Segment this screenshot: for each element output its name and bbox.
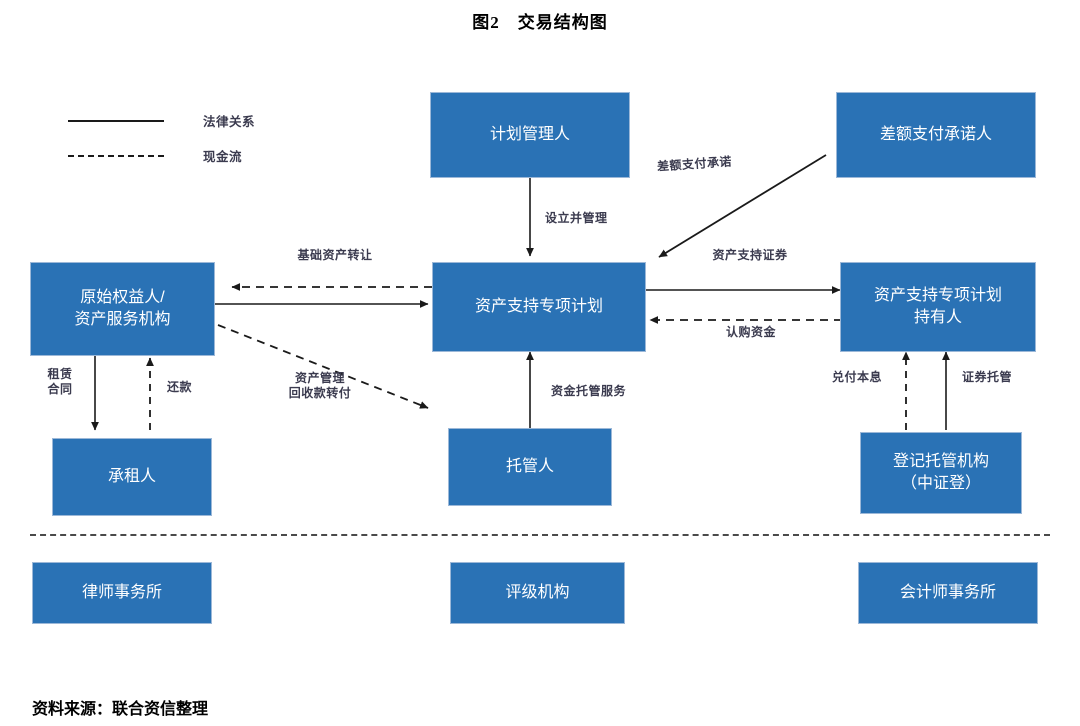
- edge-label-securities-custody: 证券托管: [962, 370, 1013, 384]
- edge-label-subscription-funds: 认购资金: [725, 325, 776, 339]
- legend-label-cash-flow: 现金流: [203, 150, 243, 164]
- edge-label-lease-contract: 租赁 合同: [47, 367, 73, 396]
- node-accounting-firm[interactable]: 会计师事务所: [858, 562, 1038, 624]
- edge-label-asset-management-recovery-transfer: 资产管理 回收款转付: [288, 371, 352, 400]
- node-abs-special-plan[interactable]: 资产支持专项计划: [432, 262, 646, 352]
- legend-label-legal-relation: 法律关系: [203, 115, 256, 129]
- node-custodian[interactable]: 托管人: [448, 428, 612, 506]
- node-lessee[interactable]: 承租人: [52, 438, 212, 516]
- edge-label-difference-payment-commitment: 差额支付承诺: [656, 154, 733, 174]
- node-abs-plan-holder[interactable]: 资产支持专项计划 持有人: [840, 262, 1036, 352]
- legend-line-dashed: [68, 155, 164, 157]
- section-divider: [30, 534, 1050, 536]
- legend-line-solid: [68, 120, 164, 122]
- node-difference-payment-promisor[interactable]: 差额支付承诺人: [836, 92, 1036, 178]
- edge-label-asset-backed-securities: 资产支持证券: [712, 248, 788, 262]
- edge-label-fund-custody-service: 资金托管服务: [551, 384, 627, 398]
- page-title: 图2 交易结构图: [472, 13, 608, 32]
- node-law-firm[interactable]: 律师事务所: [32, 562, 212, 624]
- edge-label-establish-and-manage: 设立并管理: [545, 211, 608, 225]
- node-registration-custody-institution[interactable]: 登记托管机构 （中证登）: [860, 432, 1022, 514]
- node-rating-agency[interactable]: 评级机构: [450, 562, 625, 624]
- edge-label-principal-interest-payment: 兑付本息: [832, 370, 883, 384]
- edge-label-repayment: 还款: [167, 380, 193, 394]
- source-note: 资料来源：联合资信整理: [32, 701, 209, 718]
- node-plan-manager[interactable]: 计划管理人: [430, 92, 630, 178]
- edge-label-underlying-asset-transfer: 基础资产转让: [297, 248, 373, 262]
- node-originator-servicer[interactable]: 原始权益人/ 资产服务机构: [30, 262, 215, 356]
